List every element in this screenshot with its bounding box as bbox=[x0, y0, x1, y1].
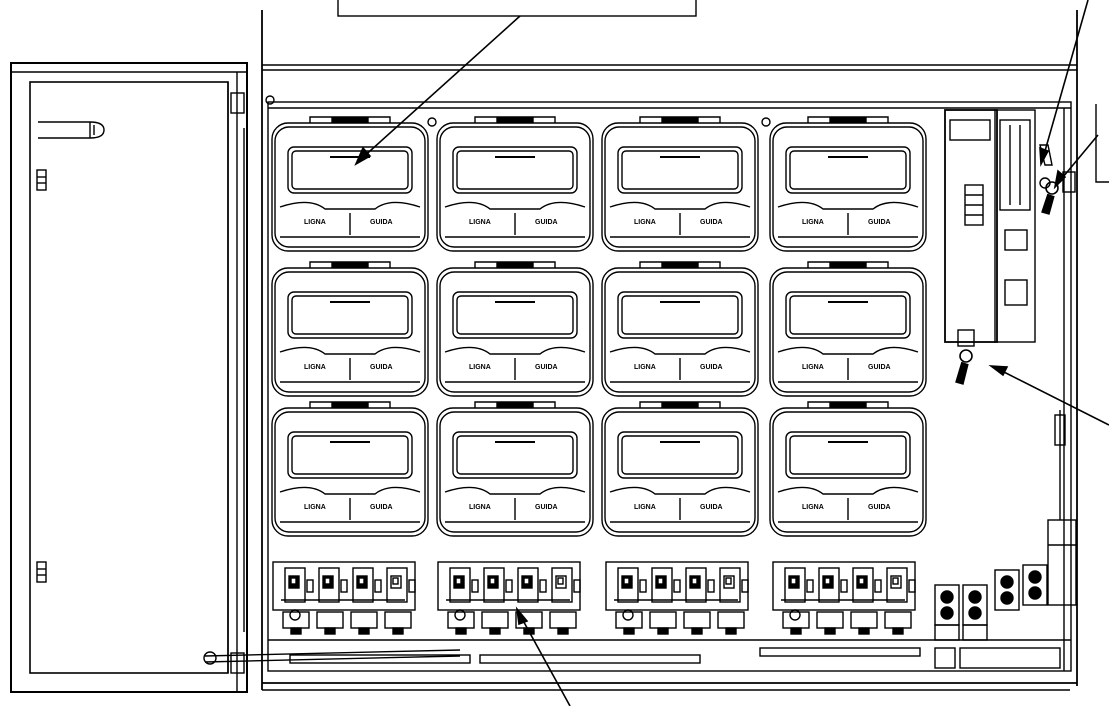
meter-label-left: LIGNA bbox=[802, 219, 824, 226]
cabinet-door bbox=[10, 62, 248, 693]
meter-unit: LIGNA GUIDA bbox=[769, 261, 927, 397]
meter-unit: LIGNA GUIDA bbox=[271, 261, 429, 397]
breaker bbox=[282, 567, 314, 635]
meter-label-right: GUIDA bbox=[868, 364, 891, 371]
meter-unit: LIGNA GUIDA bbox=[436, 116, 594, 252]
meter-label-left: LIGNA bbox=[802, 504, 824, 511]
meter-label-right: GUIDA bbox=[370, 364, 393, 371]
meter-label-left: LIGNA bbox=[304, 504, 326, 511]
breaker bbox=[850, 567, 882, 635]
meter-label-right: GUIDA bbox=[700, 364, 723, 371]
meter-label-left: LIGNA bbox=[634, 504, 656, 511]
breaker bbox=[816, 567, 848, 635]
callout-box-top bbox=[337, 0, 697, 17]
cabinet-body bbox=[203, 10, 1078, 691]
breaker bbox=[447, 567, 479, 635]
meter-unit: LIGNA GUIDA bbox=[436, 261, 594, 397]
breaker-group bbox=[605, 561, 749, 635]
meter-unit: LIGNA GUIDA bbox=[601, 261, 759, 397]
breaker bbox=[649, 567, 681, 635]
door-latch-bottom bbox=[36, 561, 47, 583]
breaker bbox=[481, 567, 513, 635]
meter-label-left: LIGNA bbox=[469, 504, 491, 511]
meter-label-right: GUIDA bbox=[535, 364, 558, 371]
meter-label-right: GUIDA bbox=[700, 219, 723, 226]
breaker bbox=[350, 567, 382, 635]
meter-unit: LIGNA GUIDA bbox=[769, 116, 927, 252]
meter-label-left: LIGNA bbox=[304, 364, 326, 371]
arrow-head-top bbox=[354, 146, 372, 166]
key-unit bbox=[955, 349, 973, 385]
meter-unit: LIGNA GUIDA bbox=[436, 401, 594, 537]
callout-box-right bbox=[1095, 104, 1109, 183]
meter-label-left: LIGNA bbox=[304, 219, 326, 226]
meter-label-right: GUIDA bbox=[868, 504, 891, 511]
meter-unit: LIGNA GUIDA bbox=[769, 401, 927, 537]
meter-label-left: LIGNA bbox=[634, 219, 656, 226]
meter-label-right: GUIDA bbox=[535, 219, 558, 226]
meter-label-left: LIGNA bbox=[469, 364, 491, 371]
breaker-group bbox=[437, 561, 581, 635]
arrow-head-key bbox=[988, 365, 1009, 377]
meter-unit: LIGNA GUIDA bbox=[271, 116, 429, 252]
meter-label-left: LIGNA bbox=[469, 219, 491, 226]
terminal-block-right bbox=[934, 564, 1048, 641]
breaker-group bbox=[772, 561, 916, 635]
breaker-row bbox=[272, 561, 1048, 641]
breaker bbox=[549, 567, 581, 635]
meter-grid: LIGNA GUIDA LIGNA GUIDA LIGNA GUIDA LIGNA GUIDA… bbox=[271, 116, 927, 537]
arrow-head-bottom bbox=[515, 606, 529, 626]
arrow-right-callout bbox=[1057, 134, 1099, 184]
meter-label-right: GUIDA bbox=[535, 504, 558, 511]
meter-label-left: LIGNA bbox=[802, 364, 824, 371]
breaker bbox=[615, 567, 647, 635]
meter-label-right: GUIDA bbox=[700, 504, 723, 511]
breaker bbox=[683, 567, 715, 635]
breaker bbox=[782, 567, 814, 635]
breaker bbox=[316, 567, 348, 635]
arrow-head-right bbox=[1053, 169, 1067, 190]
meter-label-right: GUIDA bbox=[868, 219, 891, 226]
door-handle bbox=[38, 121, 105, 139]
meter-unit: LIGNA GUIDA bbox=[601, 116, 759, 252]
breaker bbox=[717, 567, 749, 635]
breaker-group bbox=[272, 561, 416, 635]
door-hinge-top bbox=[230, 92, 245, 114]
breaker bbox=[884, 567, 916, 635]
door-hinge-bottom bbox=[230, 652, 245, 674]
arrow-key-callout bbox=[995, 367, 1109, 426]
meter-unit: LIGNA GUIDA bbox=[271, 401, 429, 537]
arrow-head-top-right bbox=[1039, 146, 1050, 167]
callout-arrows bbox=[354, 0, 1109, 706]
meter-label-right: GUIDA bbox=[370, 504, 393, 511]
meter-unit: LIGNA GUIDA bbox=[601, 401, 759, 537]
arrow-top-right bbox=[1042, 0, 1089, 159]
arrow-top-callout bbox=[359, 15, 521, 161]
breaker bbox=[384, 567, 416, 635]
meter-label-right: GUIDA bbox=[370, 219, 393, 226]
control-unit bbox=[944, 109, 1053, 347]
meter-label-left: LIGNA bbox=[634, 364, 656, 371]
key-right bbox=[1041, 181, 1059, 215]
arrow-bottom-callout bbox=[519, 614, 571, 706]
door-latch-top bbox=[36, 169, 47, 191]
